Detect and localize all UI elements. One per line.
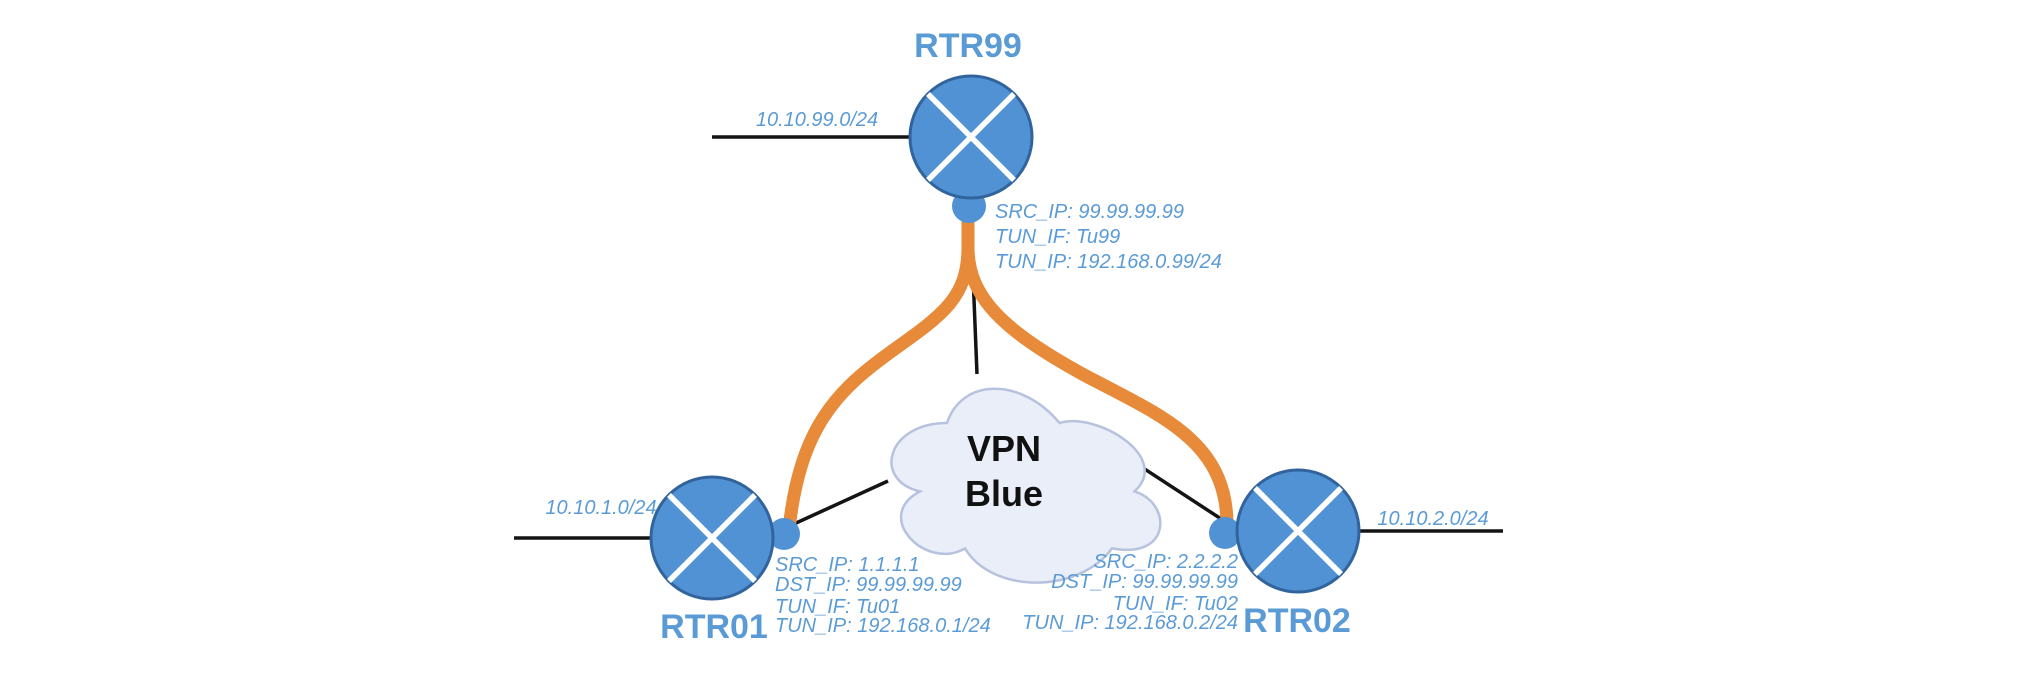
tunnel-interface-bump-rtr01 [768, 518, 800, 550]
router-name-rtr01: RTR01 [660, 608, 768, 646]
tunnel-rtr99-rtr02[interactable] [961, 196, 1234, 536]
label-dst-ip: DST_IP: 99.99.99.99 [1051, 571, 1238, 593]
tunnel-params-rtr99: SRC_IP: 99.99.99.99 TUN_IF: Tu99 TUN_IP:… [995, 201, 1222, 273]
router-x-icon [1253, 486, 1343, 576]
router-node-rtr02[interactable] [1235, 468, 1361, 594]
label-tun-if: TUN_IF: Tu02 [1113, 593, 1238, 615]
tunnel-rtr99-rtr01[interactable] [782, 196, 975, 536]
router-node-rtr01[interactable] [649, 475, 775, 601]
tunnel-params-rtr02: SRC_IP: 2.2.2.2 DST_IP: 99.99.99.99 TUN_… [1022, 551, 1238, 634]
subnet-label-rtr02: 10.10.2.0/24 [1377, 508, 1488, 530]
label-tun-ip: TUN_IP: 192.168.0.1/24 [775, 615, 991, 637]
label-tun-ip: TUN_IP: 192.168.0.99/24 [995, 251, 1222, 273]
link-rtr02-cloud[interactable] [1139, 464, 1236, 530]
router-name-rtr99: RTR99 [914, 27, 1022, 65]
vpn-cloud-shape[interactable] [890, 387, 1162, 584]
router-x-icon [667, 493, 757, 583]
label-dst-ip: DST_IP: 99.99.99.99 [775, 574, 962, 596]
label-src-ip: SRC_IP: 1.1.1.1 [775, 554, 920, 576]
label-tun-ip: TUN_IP: 192.168.0.2/24 [1022, 612, 1238, 634]
router-node-rtr99[interactable] [908, 74, 1034, 200]
label-tun-if: TUN_IF: Tu99 [995, 226, 1120, 248]
cloud-label-line1: VPN [967, 428, 1041, 469]
tunnel-interface-bump-rtr02 [1209, 517, 1241, 549]
label-src-ip: SRC_IP: 2.2.2.2 [1093, 551, 1238, 573]
cloud-label-line2: Blue [965, 473, 1043, 514]
label-src-ip: SRC_IP: 99.99.99.99 [995, 201, 1184, 223]
router-name-rtr02: RTR02 [1243, 602, 1351, 640]
subnet-label-rtr99: 10.10.99.0/24 [756, 109, 878, 131]
tunnel-params-rtr01: SRC_IP: 1.1.1.1 DST_IP: 99.99.99.99 TUN_… [775, 554, 991, 637]
label-tun-if: TUN_IF: Tu01 [775, 596, 900, 618]
subnet-label-rtr01: 10.10.1.0/24 [545, 497, 656, 519]
router-x-icon [926, 92, 1016, 182]
